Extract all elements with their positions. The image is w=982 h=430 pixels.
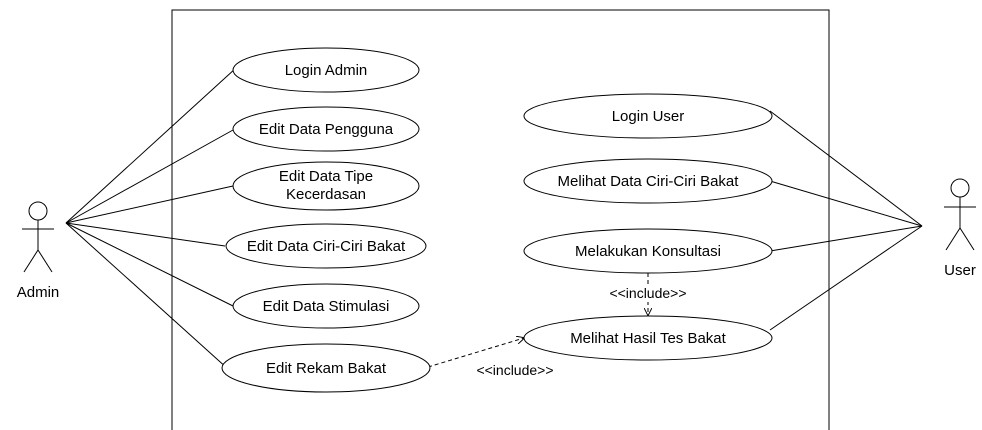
- user-head-icon: [950, 178, 970, 198]
- svg-text:Edit Data Pengguna: Edit Data Pengguna: [259, 121, 394, 138]
- actor-user-label: User: [944, 262, 976, 279]
- include-label-rekam: <<include>>: [476, 362, 553, 378]
- include-line-rekam: [427, 338, 524, 368]
- use-case-edit-rekam-bakat[interactable]: Edit Rekam Bakat: [221, 343, 431, 393]
- user-associations: [769, 110, 923, 331]
- system-boundary: [171, 9, 830, 430]
- actor-admin-label: Admin: [17, 284, 60, 301]
- use-case-edit-data-stimulasi[interactable]: Edit Data Stimulasi: [232, 283, 420, 329]
- use-case-edit-data-pengguna[interactable]: Edit Data Pengguna: [232, 106, 420, 152]
- svg-text:Login User: Login User: [612, 108, 685, 125]
- include-label-konsultasi: <<include>>: [609, 285, 686, 301]
- svg-text:Kecerdasan: Kecerdasan: [286, 186, 366, 203]
- use-case-melihat-hasil-tes-bakat[interactable]: Melihat Hasil Tes Bakat: [523, 315, 773, 361]
- use-case-login-user[interactable]: Login User: [523, 93, 773, 139]
- svg-text:Melihat Hasil Tes Bakat: Melihat Hasil Tes Bakat: [570, 330, 726, 347]
- use-case-melihat-data-ciri-ciri-bakat[interactable]: Melihat Data Ciri-Ciri Bakat: [523, 158, 773, 204]
- admin-associations: [65, 67, 237, 370]
- include-label-bg: [603, 284, 693, 302]
- svg-text:Edit Data Tipe: Edit Data Tipe: [279, 168, 373, 185]
- use-case-edit-data-tipe-kecerdasan[interactable]: Edit Data Tipe Kecerdasan: [232, 161, 420, 211]
- svg-text:Edit Data Stimulasi: Edit Data Stimulasi: [263, 298, 390, 315]
- use-case-melakukan-konsultasi[interactable]: Melakukan Konsultasi: [523, 228, 773, 274]
- svg-text:Melihat Data Ciri-Ciri Bakat: Melihat Data Ciri-Ciri Bakat: [558, 173, 740, 190]
- actor-user[interactable]: User: [944, 178, 976, 279]
- svg-text:Edit Rekam Bakat: Edit Rekam Bakat: [266, 360, 387, 377]
- svg-text:Login Admin: Login Admin: [285, 62, 368, 79]
- actor-admin[interactable]: Admin: [17, 201, 60, 301]
- svg-text:Edit Data Ciri-Ciri Bakat: Edit Data Ciri-Ciri Bakat: [247, 238, 406, 255]
- use-case-login-admin[interactable]: Login Admin: [232, 47, 420, 93]
- svg-text:Melakukan Konsultasi: Melakukan Konsultasi: [575, 243, 721, 260]
- use-case-edit-data-ciri-ciri-bakat[interactable]: Edit Data Ciri-Ciri Bakat: [225, 223, 427, 269]
- admin-head-icon: [28, 201, 48, 221]
